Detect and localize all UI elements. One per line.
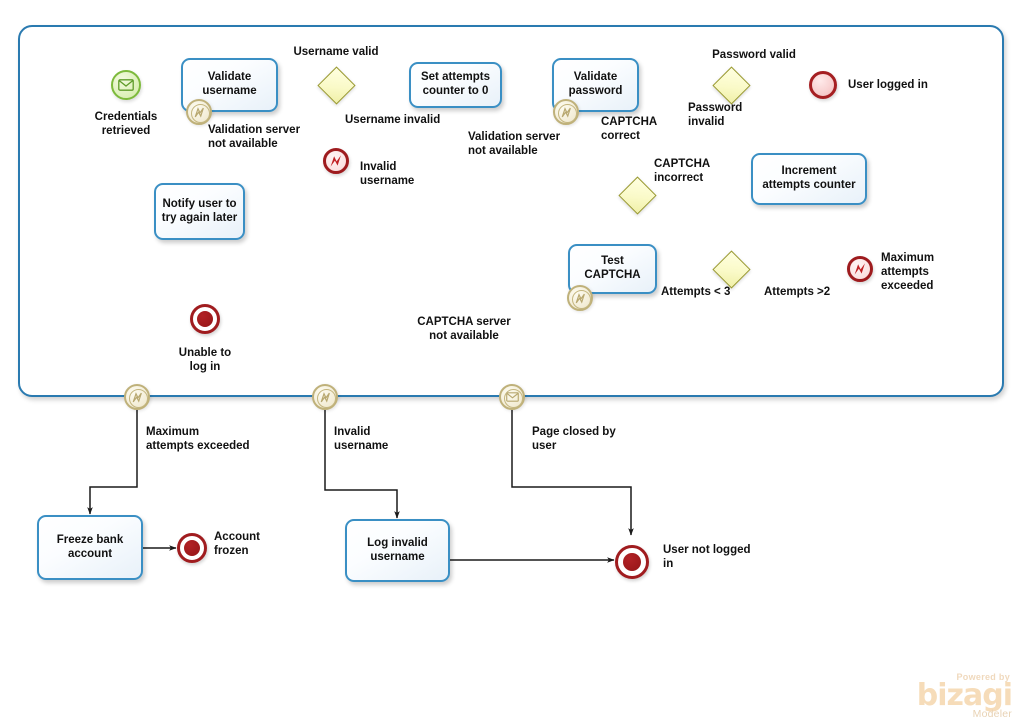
task-notify-user-try-again[interactable]: Notify user to try again later [154, 183, 245, 240]
label-password-invalid: Password invalid [688, 102, 743, 129]
label-password-valid: Password valid [712, 49, 796, 61]
label-maximum-attempts-exceeded-flow: Maximum attempts exceeded [146, 426, 250, 453]
gateway-diamond-shape [711, 249, 751, 289]
label-validation-server-not-available-2: Validation server not available [468, 131, 561, 158]
label-username-invalid: Username invalid [345, 114, 441, 126]
task-log-invalid-username[interactable]: Log invalid username [345, 519, 450, 582]
label-username-valid: Username valid [293, 46, 379, 58]
end-event-account-frozen[interactable] [177, 533, 207, 563]
label-validation-server-not-available-1: Validation server not available [208, 124, 301, 151]
task-freeze-bank-account[interactable]: Freeze bank account [37, 515, 143, 580]
task-increment-attempts-counter[interactable]: Increment attempts counter [751, 153, 867, 205]
task-validate-password[interactable]: Validate password [552, 58, 639, 112]
start-event-credentials-retrieved[interactable] [111, 70, 141, 100]
boundary-inner-ring [316, 388, 336, 408]
label-credentials-retrieved: Credentials retrieved [94, 111, 158, 138]
gateway-diamond-shape [617, 175, 657, 215]
end-event-invalid-username[interactable] [323, 148, 349, 174]
boundary-inner-ring [557, 103, 577, 123]
boundary-event-subprocess-invalid-username[interactable] [312, 384, 338, 410]
message-icon [118, 79, 134, 91]
error-icon [854, 263, 865, 275]
label-captcha-correct: CAPTCHA correct [601, 116, 658, 143]
boundary-event-test-captcha-error[interactable] [567, 285, 593, 311]
end-event-unable-to-log-in[interactable] [190, 304, 220, 334]
end-event-user-logged-in[interactable] [809, 71, 837, 99]
boundary-inner-ring [503, 388, 523, 408]
gateway-attempts-check[interactable] [711, 249, 751, 289]
boundary-inner-ring [190, 103, 210, 123]
gateway-diamond-shape [316, 65, 356, 105]
boundary-event-subprocess-max-attempts[interactable] [124, 384, 150, 410]
label-attempts-lt-3: Attempts < 3 [661, 286, 731, 298]
gateway-password-check[interactable] [711, 65, 751, 105]
boundary-inner-ring [128, 388, 148, 408]
end-event-maximum-attempts-exceeded[interactable] [847, 256, 873, 282]
boundary-event-validate-username-error[interactable] [186, 99, 212, 125]
end-event-user-not-logged-in[interactable] [615, 545, 649, 579]
label-maximum-attempts-exceeded-event: Maximum attempts exceeded [881, 252, 935, 293]
boundary-event-subprocess-page-closed[interactable] [499, 384, 525, 410]
gateway-captcha-check[interactable] [617, 175, 657, 215]
label-user-logged-in: User logged in [848, 79, 928, 91]
task-set-attempts-counter[interactable]: Set attempts counter to 0 [409, 62, 502, 108]
label-invalid-username-event: Invalid username [360, 161, 415, 188]
bizagi-branding: Powered by bizagi Modeler [916, 672, 1013, 720]
label-attempts-gt-2: Attempts >2 [764, 286, 831, 298]
terminate-icon [623, 553, 641, 571]
boundary-event-validate-password-error[interactable] [553, 99, 579, 125]
label-page-closed-by-user: Page closed by user [532, 426, 616, 453]
boundary-inner-ring [571, 289, 591, 309]
gateway-username-check[interactable] [316, 65, 356, 105]
label-invalid-username-flow: Invalid username [334, 426, 389, 453]
error-icon [330, 155, 341, 167]
task-test-captcha[interactable]: Test CAPTCHA [568, 244, 657, 294]
label-captcha-server-not-available: CAPTCHA server not available [417, 316, 511, 343]
bizagi-wordmark: bizagi [916, 678, 1013, 714]
powered-by-text: Powered by [956, 672, 1010, 683]
modeler-text: Modeler [972, 708, 1012, 720]
label-account-frozen: Account frozen [214, 531, 260, 558]
label-unable-to-log-in: Unable to log in [178, 347, 232, 374]
label-captcha-incorrect: CAPTCHA incorrect [654, 158, 711, 185]
terminate-icon [184, 540, 200, 556]
terminate-icon [197, 311, 213, 327]
gateway-diamond-shape [711, 65, 751, 105]
label-user-not-logged-in: User not logged in [663, 544, 751, 571]
